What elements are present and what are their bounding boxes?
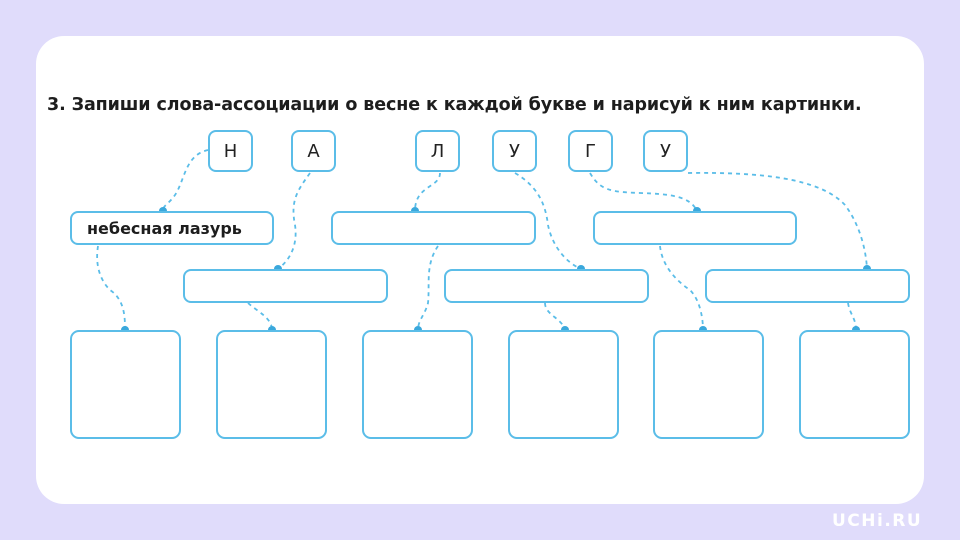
picture-box-1[interactable] <box>70 330 181 439</box>
connector-line <box>659 245 704 331</box>
letter-box-5: Г <box>568 130 613 172</box>
connector-line <box>417 245 439 331</box>
connector-line <box>514 172 582 270</box>
connector-line <box>544 302 566 331</box>
uchi-logo: UCHi.RU <box>832 511 923 531</box>
word-field-5[interactable] <box>593 211 797 245</box>
connector-line <box>414 172 441 212</box>
connector-line <box>687 171 868 270</box>
connector-line <box>277 172 311 270</box>
picture-box-4[interactable] <box>508 330 619 439</box>
connector-line <box>96 245 126 331</box>
picture-box-3[interactable] <box>362 330 473 439</box>
connector-line <box>162 149 209 212</box>
letter-box-4: У <box>492 130 537 172</box>
picture-box-6[interactable] <box>799 330 910 439</box>
word-field-1[interactable]: небесная лазурь <box>70 211 274 245</box>
task-title: 3. Запиши слова-ассоциации о весне к каж… <box>47 95 862 115</box>
letter-box-3: Л <box>415 130 460 172</box>
picture-box-2[interactable] <box>216 330 327 439</box>
picture-box-5[interactable] <box>653 330 764 439</box>
connector-line <box>247 302 273 331</box>
letter-box-1: Н <box>208 130 253 172</box>
word-field-4[interactable] <box>444 269 649 303</box>
letter-box-2: А <box>291 130 336 172</box>
connector-line <box>589 172 698 212</box>
letter-box-6: У <box>643 130 688 172</box>
word-field-2[interactable] <box>183 269 388 303</box>
word-field-3[interactable] <box>331 211 536 245</box>
connector-line <box>847 302 857 331</box>
word-field-6[interactable] <box>705 269 910 303</box>
